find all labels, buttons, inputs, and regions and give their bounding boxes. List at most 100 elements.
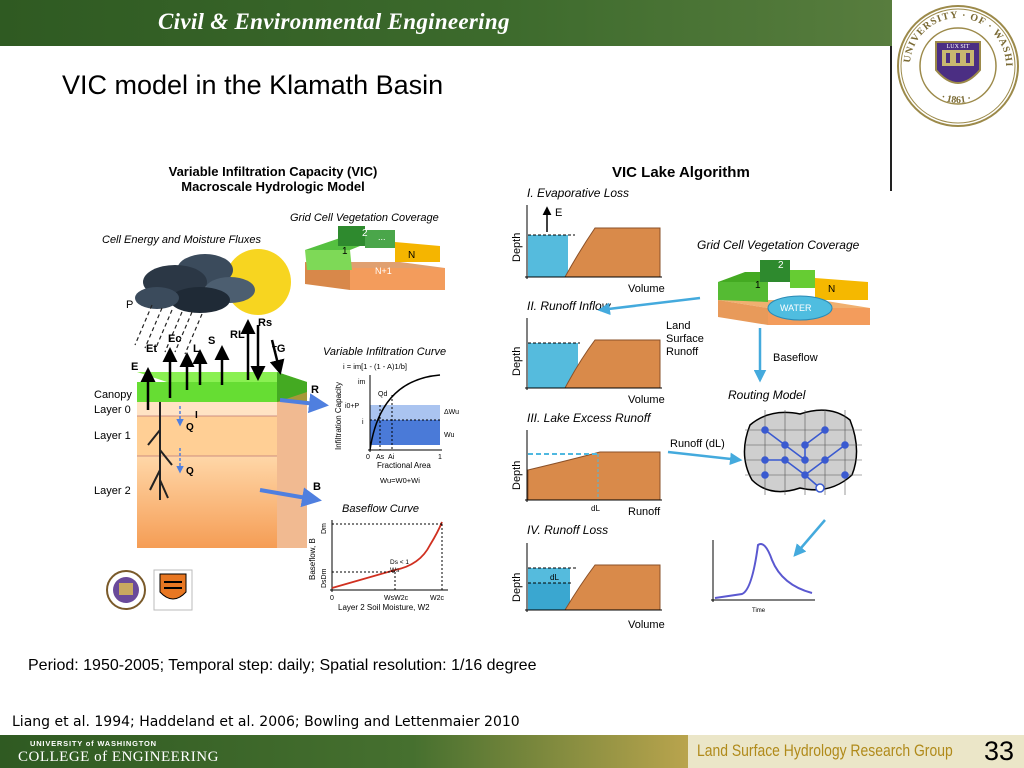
baseflow-title: Baseflow Curve — [342, 503, 419, 515]
runoff-dl-label: Runoff (dL) — [670, 438, 725, 450]
lake-arrows — [597, 296, 826, 557]
flux-ec: Ec — [168, 333, 181, 345]
step-4-label: IV. Runoff Loss — [527, 523, 608, 537]
land-runoff-3: Runoff — [666, 346, 699, 358]
curve-qd: Qd — [378, 391, 387, 398]
step-4-volume: Volume — [628, 619, 665, 631]
routing-label: Routing Model — [728, 388, 806, 402]
curve-dw: ΔWu — [444, 409, 459, 416]
footer-uw: UNIVERSITY of WASHINGTON — [30, 739, 157, 748]
step-2-depth: Depth — [511, 347, 523, 376]
curve-weq: Wu=W0+Wi — [380, 476, 420, 485]
flux-rs: Rs — [258, 317, 272, 329]
land-runoff-1: Land — [666, 320, 690, 332]
step-3-runoff: Runoff — [628, 506, 661, 518]
step-1-e: E — [555, 207, 562, 219]
lake-grid-tiles: 1 2 N WATER — [718, 260, 870, 325]
grid-coverage-label: Grid Cell Vegetation Coverage — [290, 212, 439, 224]
step-1-depth: Depth — [511, 233, 523, 262]
baseflow-ratio: Ds < 1 — [390, 559, 409, 566]
flux-r: R — [311, 384, 319, 396]
seal-year: · 1861 · — [939, 92, 972, 106]
lake-panel: VIC Lake Algorithm I. Evaporative Loss E… — [511, 164, 870, 631]
baseflow-w2c: W2c — [430, 595, 445, 602]
step-2-volume: Volume — [628, 394, 665, 406]
hydrograph: Time — [711, 540, 815, 614]
curve-xlabel: Fractional Area — [377, 461, 431, 470]
baseflow-curve: Baseflow Curve Baseflow, B Layer 2 Soil … — [308, 503, 448, 612]
tile-n1: N+1 — [375, 266, 392, 276]
step-1-volume: Volume — [628, 283, 665, 295]
curve-one: 1 — [438, 454, 442, 461]
step-4-dl: dL — [550, 573, 559, 582]
hydrograph-time: Time — [752, 608, 766, 614]
flux-p: P — [126, 299, 133, 311]
baseflow-label: Baseflow — [773, 352, 818, 364]
vic-title-line2: Macroscale Hydrologic Model — [181, 179, 365, 194]
tile-n: N — [408, 250, 415, 261]
flux-tg: τG — [272, 343, 285, 355]
grid-cell-tiles: 1 2 ... N N+1 — [305, 226, 445, 290]
lake-step-2: II. Runoff Inflow Depth Volume — [511, 299, 665, 406]
citation-text: Liang et al. 1994; Haddeland et al. 2006… — [12, 714, 520, 730]
curve-eq: i = im[1 - (1 - A)1/b] — [343, 362, 407, 371]
root-icon — [147, 402, 173, 500]
cloud-icon — [135, 254, 255, 313]
baseflow-xlabel: Layer 2 Soil Moisture, W2 — [338, 603, 430, 612]
layer-labels: Canopy Layer 0 Layer 1 Layer 2 — [94, 389, 132, 497]
flux-b: B — [313, 481, 321, 493]
energy-label: Cell Energy and Moisture Fluxes — [102, 234, 261, 246]
curve-title: Variable Infiltration Curve — [323, 346, 446, 358]
lake-tile-n: N — [828, 284, 835, 295]
lake-step-4: IV. Runoff Loss dL Depth Volume — [511, 523, 665, 631]
footer-bar — [0, 735, 688, 768]
flux-s: S — [208, 335, 215, 347]
routing-grid — [743, 409, 862, 495]
curve-im: im — [358, 379, 366, 386]
vic-title-line1: Variable Infiltration Capacity (VIC) — [169, 164, 378, 179]
tile-dots: ... — [378, 232, 386, 242]
lake-step-3: III. Lake Excess Runoff dL Depth Runoff — [511, 411, 662, 518]
baseflow-ws: WsW2c — [384, 595, 409, 602]
land-runoff-2: Surface — [666, 333, 704, 345]
lake-tile-water: WATER — [780, 303, 812, 313]
flux-et: Et — [146, 343, 157, 355]
flux-rl: RL — [230, 329, 245, 341]
label-canopy: Canopy — [94, 389, 132, 401]
curve-as: As — [376, 454, 385, 461]
baseflow-dm: Dm — [321, 523, 328, 534]
vic-model-panel: Variable Infiltration Capacity (VIC) Mac… — [94, 164, 459, 612]
curve-ai: Ai — [388, 454, 395, 461]
tile-1: 1 — [342, 246, 348, 257]
slide-title: VIC model in the Klamath Basin — [62, 70, 444, 100]
baseflow-zero: 0 — [330, 595, 334, 602]
curve-i0p: i0+P — [345, 403, 360, 410]
uw-logo-icon — [106, 570, 146, 610]
flux-q1: Q — [186, 422, 194, 433]
baseflow-dsdm: DsDm — [321, 568, 328, 588]
flux-q2: Q — [186, 466, 194, 477]
label-layer2: Layer 2 — [94, 485, 131, 497]
infiltration-curve: Variable Infiltration Curve i = im[1 - (… — [323, 346, 459, 485]
period-text: Period: 1950-2005; Temporal step: daily;… — [28, 657, 537, 674]
step-3-dl: dL — [591, 504, 600, 513]
seal-lux: LUX SIT — [947, 44, 970, 50]
header-title: Civil & Environmental Engineering — [158, 9, 510, 34]
baseflow-ylabel: Baseflow, B — [308, 538, 317, 580]
baseflow-ratio2: Ws — [390, 567, 400, 574]
flux-i: I — [195, 410, 198, 421]
lake-tile-2: 2 — [778, 260, 784, 271]
step-3-label: III. Lake Excess Runoff — [527, 411, 652, 425]
curve-zero: 0 — [366, 454, 370, 461]
page-number: 33 — [984, 736, 1015, 766]
label-layer0: Layer 0 — [94, 404, 131, 416]
princeton-logo-icon — [153, 569, 193, 611]
curve-ylabel: Infiltration Capacity — [334, 382, 343, 450]
uw-seal-icon: UNIVERSITY · OF · WASHINGTON · · 1861 · … — [896, 4, 1019, 127]
lake-title: VIC Lake Algorithm — [612, 164, 750, 181]
side-rule — [890, 46, 892, 191]
lake-step-1: I. Evaporative Loss E Depth Volume — [511, 186, 665, 295]
label-layer1: Layer 1 — [94, 430, 131, 442]
rain-lines — [134, 304, 203, 355]
